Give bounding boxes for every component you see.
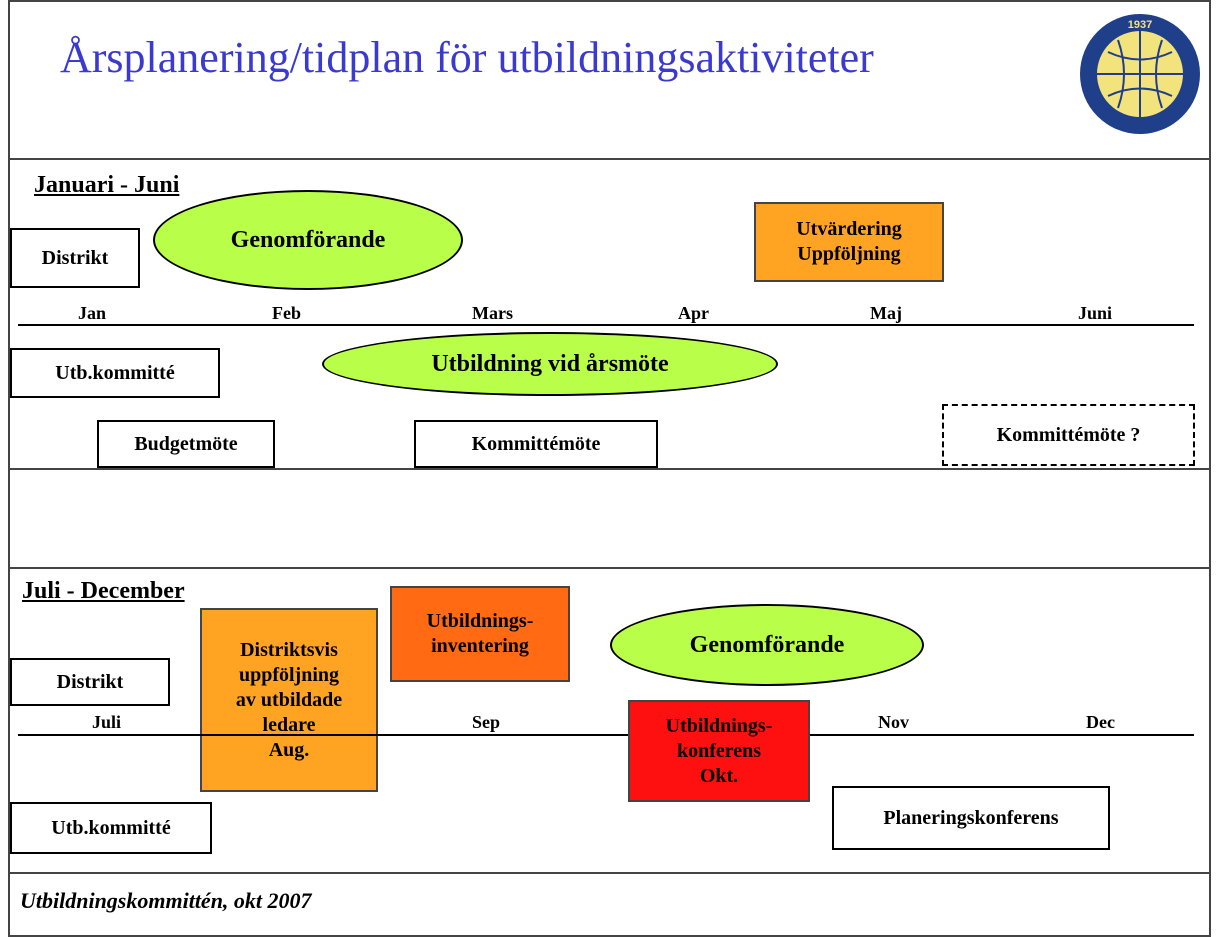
month-jan: Jan [78,303,107,323]
month-feb: Feb [272,303,301,323]
month-nov: Nov [878,712,909,732]
month-juli: Juli [92,712,122,732]
section-label-jul-dec: Juli - December [22,578,185,604]
page-title: Årsplanering/tidplan för utbildningsakti… [60,33,874,82]
utbkommitte-box-1: Utb.kommitté [10,348,220,398]
timeline-first-half [18,324,1194,326]
distriktsvis-box: Distriktsvis uppföljning av utbildade le… [200,608,378,792]
distrikt-box-1: Distrikt [10,228,140,288]
month-dec: Dec [1086,712,1115,732]
budgetmote-box: Budgetmöte [97,420,275,468]
svg-text:1937: 1937 [1128,19,1152,31]
section-label-jan-jun: Januari - Juni [34,172,180,198]
footer-note: Utbildningskommittén, okt 2007 [20,888,312,913]
genomforande-ellipse-1: Genomförande [153,190,463,290]
kommittemote-box: Kommittémöte [414,420,658,468]
month-maj: Maj [870,303,902,323]
utvardering-box: Utvärdering Uppföljning [754,202,944,282]
month-mars: Mars [472,303,513,323]
kommittemote-q-box: Kommittémöte ? [942,404,1195,466]
genomforande-ellipse-2: Genomförande [610,604,924,686]
distrikt-box-2: Distrikt [10,658,170,706]
month-sep: Sep [472,712,501,732]
month-apr: Apr [678,303,709,323]
utbildning-arsmote-ellipse: Utbildning vid årsmöte [322,332,778,396]
utbkommitte-box-2: Utb.kommitté [10,802,212,854]
globe-emblem-icon: 1937 [1078,12,1202,136]
timeline-second-half [18,734,1194,736]
month-juni: Juni [1078,303,1113,323]
konferens-box: Utbildnings- konferens Okt. [628,700,810,802]
inventering-box: Utbildnings- inventering [390,586,570,682]
section-second-half [8,567,1211,874]
section-first-half [8,158,1211,470]
planeringskonferens-box: Planeringskonferens [832,786,1110,850]
